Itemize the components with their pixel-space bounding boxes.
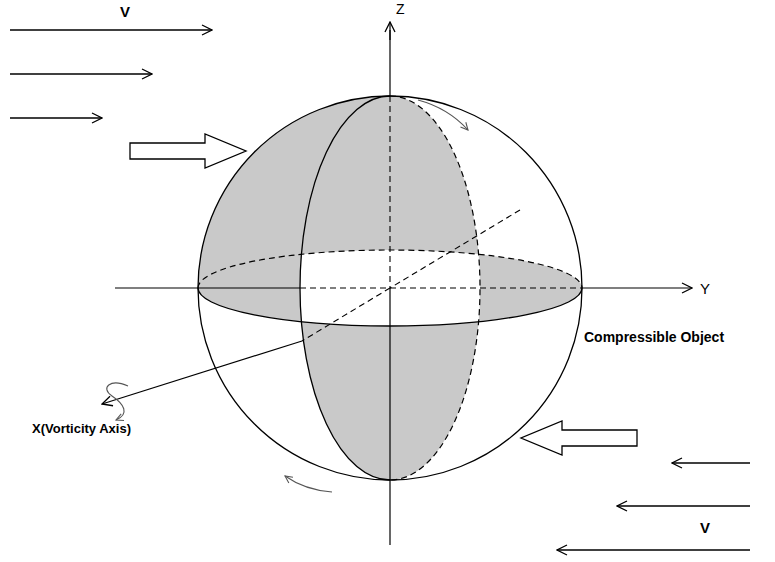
axis-label: Z xyxy=(396,2,405,17)
velocity-label: V xyxy=(700,520,710,537)
flow-arrow xyxy=(672,462,750,464)
force-arrow xyxy=(521,421,637,455)
x-axis xyxy=(102,341,302,404)
axis-label: X(Vorticity Axis) xyxy=(32,422,131,436)
object-label: Compressible Object xyxy=(584,330,724,345)
flow-arrow xyxy=(10,29,212,31)
z-axis xyxy=(389,288,390,545)
z-axis xyxy=(389,96,390,288)
x-axis xyxy=(302,288,390,341)
y-axis xyxy=(582,287,692,288)
y-axis xyxy=(115,287,300,288)
y-axis xyxy=(300,287,582,288)
flow-arrow xyxy=(10,117,102,119)
velocity-label: V xyxy=(120,4,130,21)
axis-label: Y xyxy=(700,281,710,298)
force-arrow xyxy=(130,134,246,168)
z-axis-head xyxy=(389,22,390,40)
rotation-arrow xyxy=(107,383,128,420)
x-axis xyxy=(390,210,520,288)
flow-arrow xyxy=(10,73,152,75)
rotation-arrow xyxy=(418,100,468,130)
rotation-arrow xyxy=(285,476,332,492)
flow-arrow xyxy=(617,505,750,507)
flow-arrow xyxy=(557,549,750,551)
